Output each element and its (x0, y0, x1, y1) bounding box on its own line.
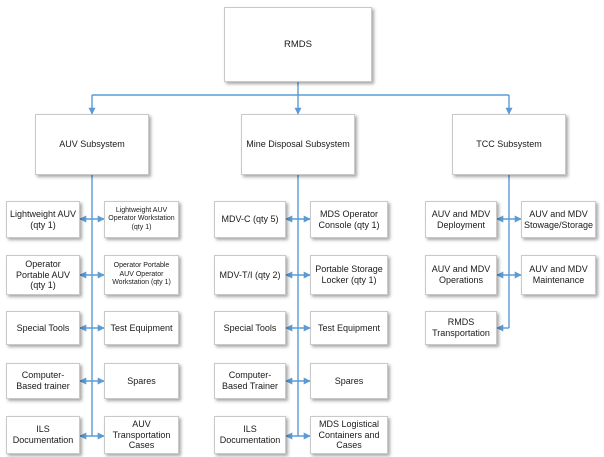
tcc-right-item-1: AUV and MDV Stowage/Storage (521, 201, 596, 238)
auv-left-item-5: ILS Documentation (6, 416, 80, 454)
item-label: Special Tools (16, 322, 70, 333)
item-label: MDS Logistical Containers and Cases (318, 418, 380, 451)
item-label: MDV-T/I (qty 2) (219, 269, 281, 280)
root-box: RMDS (224, 7, 372, 82)
tcc-left-item-3: RMDS Transportation (425, 311, 497, 345)
mds-left-item-2: MDV-T/I (qty 2) (214, 255, 286, 295)
item-label: ILS Documentation (12, 424, 74, 445)
mds-right-item-3: Test Equipment (310, 311, 388, 345)
mds-left-item-4: Computer-Based Trainer (214, 363, 286, 399)
tcc-subsystem-label: TCC Subsystem (476, 139, 542, 150)
auv-left-item-4: Computer-Based trainer (6, 363, 80, 399)
item-label: AUV and MDV Stowage/Storage (523, 208, 594, 230)
item-label: Lightweight AUV (qty 1) (9, 208, 77, 230)
item-label: RMDS Transportation (432, 317, 490, 338)
item-label: Computer-Based Trainer (221, 370, 279, 391)
auv-right-item-4: Spares (104, 363, 179, 399)
mds-left-item-5: ILS Documentation (214, 416, 286, 454)
auv-right-item-5: AUV Transportation Cases (104, 416, 179, 454)
item-label: Operator Portable AUV (qty 1) (15, 258, 71, 291)
item-label: Spares (334, 375, 364, 386)
mds-right-item-1: MDS Operator Console (qty 1) (310, 201, 388, 238)
item-label: AUV Transportation Cases (112, 418, 171, 451)
item-label: Lightweight AUV Operator Workstation (qt… (108, 206, 175, 231)
item-label: AUV and MDV Operations (431, 264, 491, 285)
item-label: MDS Operator Console (qty 1) (318, 208, 380, 230)
item-label: Spares (127, 375, 156, 386)
tcc-subsystem-box: TCC Subsystem (452, 114, 566, 175)
item-label: AUV and MDV Maintenance (529, 264, 588, 285)
mds-left-item-3: Special Tools (214, 311, 286, 345)
auv-left-item-1: Lightweight AUV (qty 1) (6, 201, 80, 238)
mds-subsystem-box: Mine Disposal Subsystem (241, 114, 355, 175)
item-label: ILS Documentation (219, 424, 281, 445)
tcc-left-item-1: AUV and MDV Deployment (425, 201, 497, 238)
item-label: Test Equipment (110, 322, 173, 333)
auv-subsystem-box: AUV Subsystem (35, 114, 149, 175)
root-label: RMDS (284, 38, 312, 50)
item-label: MDV-C (qty 5) (221, 214, 279, 225)
tcc-left-item-2: AUV and MDV Operations (425, 255, 497, 295)
item-label: AUV and MDV Deployment (431, 208, 491, 230)
item-label: Computer-Based trainer (16, 370, 70, 391)
mds-subsystem-label: Mine Disposal Subsystem (246, 139, 350, 150)
auv-right-item-1: Lightweight AUV Operator Workstation (qt… (104, 201, 179, 238)
auv-right-item-2: Operator Portable AUV Operator Workstati… (104, 255, 179, 295)
mds-right-item-4: Spares (310, 363, 388, 399)
item-label: Portable Storage Locker (qty 1) (315, 264, 383, 285)
item-label: Operator Portable AUV Operator Workstati… (112, 262, 171, 287)
mds-right-item-5: MDS Logistical Containers and Cases (310, 416, 388, 454)
mds-right-item-2: Portable Storage Locker (qty 1) (310, 255, 388, 295)
auv-left-item-2: Operator Portable AUV (qty 1) (6, 255, 80, 295)
mds-left-item-1: MDV-C (qty 5) (214, 201, 286, 238)
auv-subsystem-label: AUV Subsystem (59, 139, 125, 150)
item-label: Test Equipment (317, 322, 381, 333)
auv-left-item-3: Special Tools (6, 311, 80, 345)
tcc-right-item-2: AUV and MDV Maintenance (521, 255, 596, 295)
item-label: Special Tools (223, 322, 277, 333)
auv-right-item-3: Test Equipment (104, 311, 179, 345)
